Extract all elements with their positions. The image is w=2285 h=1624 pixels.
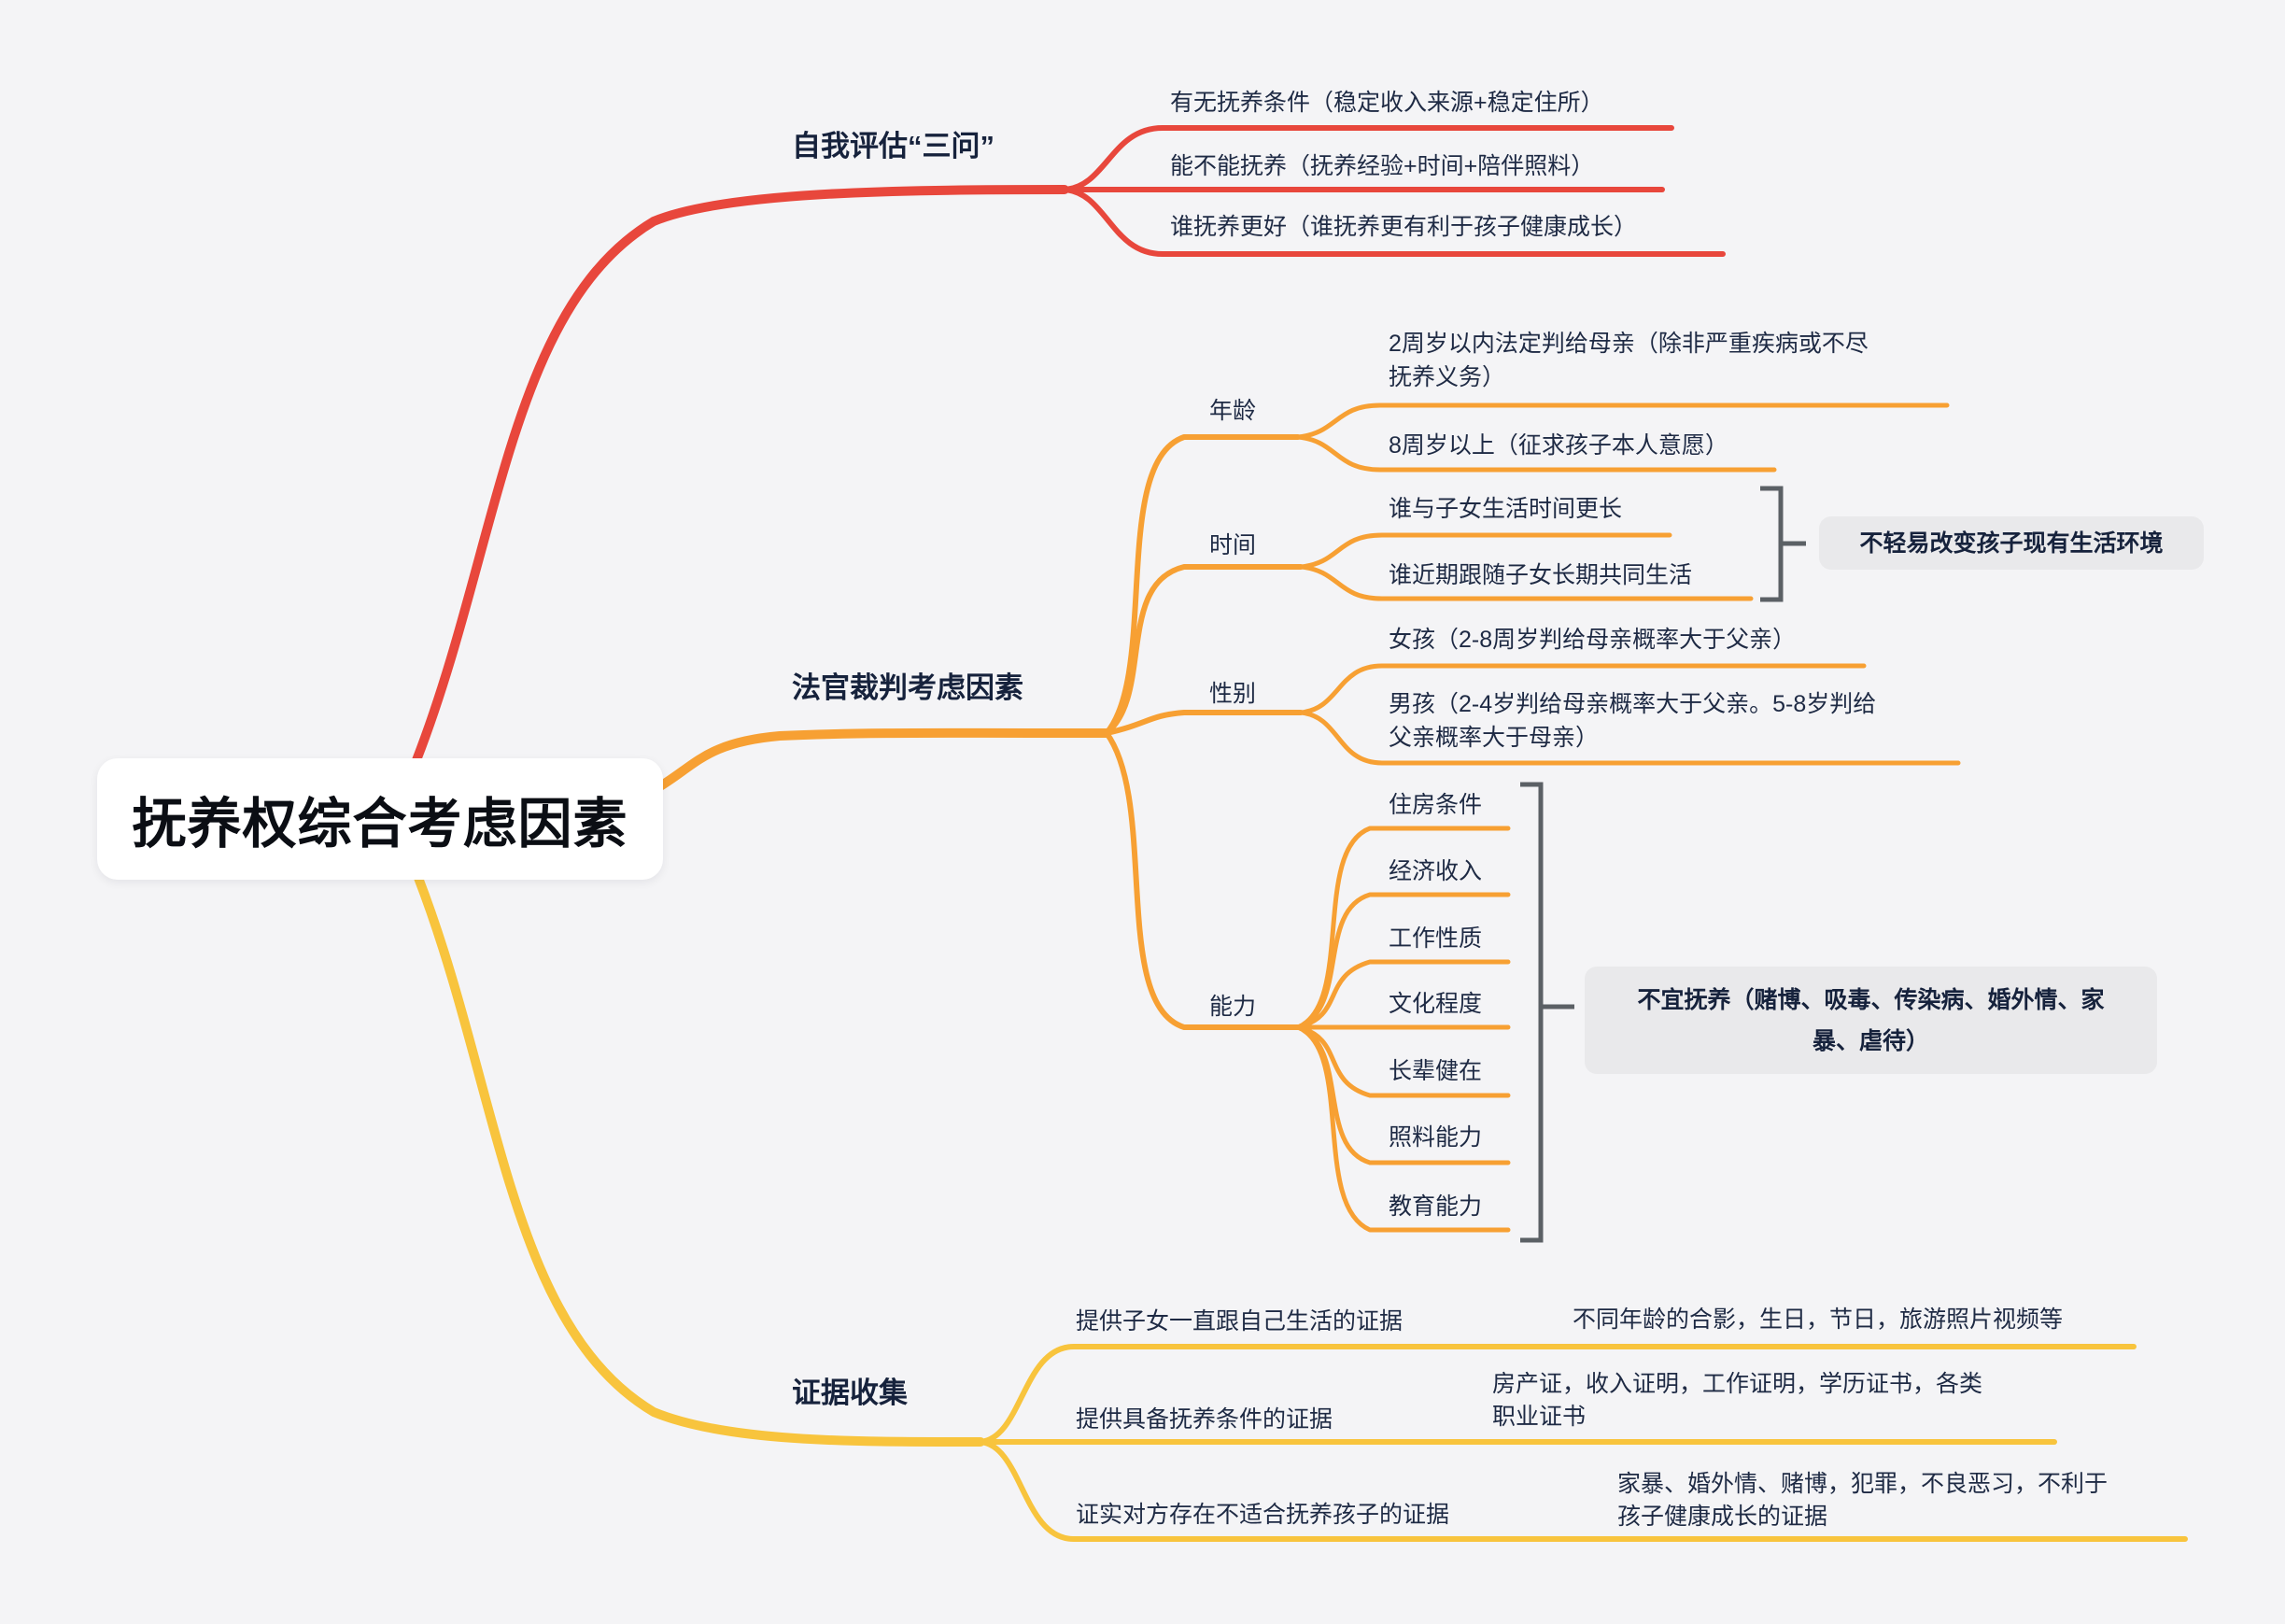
branch-line-self-q3 (1062, 187, 1726, 257)
node-evidence-opponent-unfit[interactable]: 证实对方存在不适合抚养孩子的证据 (1076, 1501, 1450, 1528)
branch-line-time-child1 (1298, 532, 1672, 570)
branch-line-evidence-child1 (978, 1344, 2137, 1445)
branch-line-to-ability (1104, 730, 1301, 1030)
node-ability-care[interactable]: 照料能力 (1389, 1123, 1483, 1151)
branch-line-ability-elders (1295, 1024, 1511, 1098)
branch-line-judge-trunk (651, 727, 1111, 794)
node-ability[interactable]: 能力 (1209, 993, 1257, 1020)
node-ability-elders[interactable]: 长辈健在 (1389, 1057, 1483, 1084)
node-age[interactable]: 年龄 (1209, 397, 1257, 424)
topic-evidence[interactable]: 证据收集 (792, 1376, 908, 1409)
branch-line-gender-child2 (1298, 710, 1961, 766)
node-evidence-living-proof-detail[interactable]: 不同年龄的合影，生日，节日，旅游照片视频等 (1573, 1306, 2064, 1333)
node-self-q1[interactable]: 有无抚养条件（稳定收入来源+稳定住所） (1170, 89, 1604, 116)
node-gender-boy[interactable]: 男孩（2-4岁判给母亲概率大于父亲。5-8岁判给父亲概率大于母亲） (1389, 691, 1877, 751)
topic-self-assessment[interactable]: 自我评估“三问” (792, 129, 994, 162)
branch-line-time-child2 (1298, 564, 1754, 601)
node-time-longer-life[interactable]: 谁与子女生活时间更长 (1389, 495, 1623, 522)
node-time-recent-life[interactable]: 谁近期跟随子女长期共同生活 (1389, 561, 1693, 588)
node-evidence-condition-proof-detail[interactable]: 房产证，收入证明，工作证明，学历证书，各类职业证书 (1492, 1371, 1983, 1430)
node-evidence-living-proof[interactable]: 提供子女一直跟自己生活的证据 (1076, 1307, 1403, 1335)
topic-judge-factors[interactable]: 法官裁判考虑因素 (792, 671, 1023, 704)
branch-line-self-assessment-trunk (412, 185, 1069, 765)
node-ability-housing[interactable]: 住房条件 (1389, 791, 1483, 818)
branch-line-ability-educate (1295, 1024, 1511, 1233)
summary-time-environment[interactable]: 不轻易改变孩子现有生活环境 (1819, 516, 2204, 570)
branch-line-age-child2 (1295, 434, 1777, 473)
node-ability-income[interactable]: 经济收入 (1389, 857, 1483, 884)
branch-line-to-age (1104, 434, 1301, 736)
branch-line-evidence-child3 (978, 1439, 2188, 1542)
branch-line-gender-child1 (1298, 663, 1867, 715)
branch-line-ability-income (1295, 892, 1511, 1030)
node-evidence-opponent-unfit-detail[interactable]: 家暴、婚外情、赌博，犯罪，不良恶习，不利于孩子健康成长的证据 (1617, 1471, 2109, 1530)
branch-line-self-q1 (1062, 125, 1674, 192)
branch-line-evidence-trunk (414, 873, 985, 1447)
node-ability-educate[interactable]: 教育能力 (1389, 1193, 1483, 1220)
summary-unfit-custody[interactable]: 不宜抚养（赌博、吸毒、传染病、婚外情、家暴、虐待） (1585, 967, 2157, 1074)
branch-line-to-time (1104, 564, 1304, 736)
branch-line-age-child1 (1295, 402, 1950, 440)
node-self-q2[interactable]: 能不能抚养（抚养经验+时间+陪伴照料） (1170, 152, 1595, 179)
node-age-under2[interactable]: 2周岁以内法定判给母亲（除非严重疾病或不尽抚养义务） (1389, 331, 1869, 390)
node-gender-girl[interactable]: 女孩（2-8周岁判给母亲概率大于父亲） (1389, 626, 1797, 653)
branch-line-ability-job (1295, 959, 1511, 1030)
node-age-over8[interactable]: 8周岁以上（征求孩子本人意愿） (1389, 431, 1728, 459)
node-gender[interactable]: 性别 (1209, 680, 1257, 707)
node-ability-job[interactable]: 工作性质 (1389, 925, 1483, 952)
node-time[interactable]: 时间 (1209, 531, 1257, 558)
node-self-q3[interactable]: 谁抚养更好（谁抚养更有利于孩子健康成长） (1170, 213, 1638, 240)
root-topic[interactable]: 抚养权综合考虑因素 (97, 758, 663, 880)
time-summary-bracket (1760, 486, 1784, 602)
ability-summary-bracket (1520, 782, 1544, 1243)
branch-line-to-gender (1104, 710, 1304, 736)
node-evidence-condition-proof[interactable]: 提供具备抚养条件的证据 (1076, 1405, 1333, 1433)
node-ability-education-level[interactable]: 文化程度 (1389, 990, 1483, 1017)
